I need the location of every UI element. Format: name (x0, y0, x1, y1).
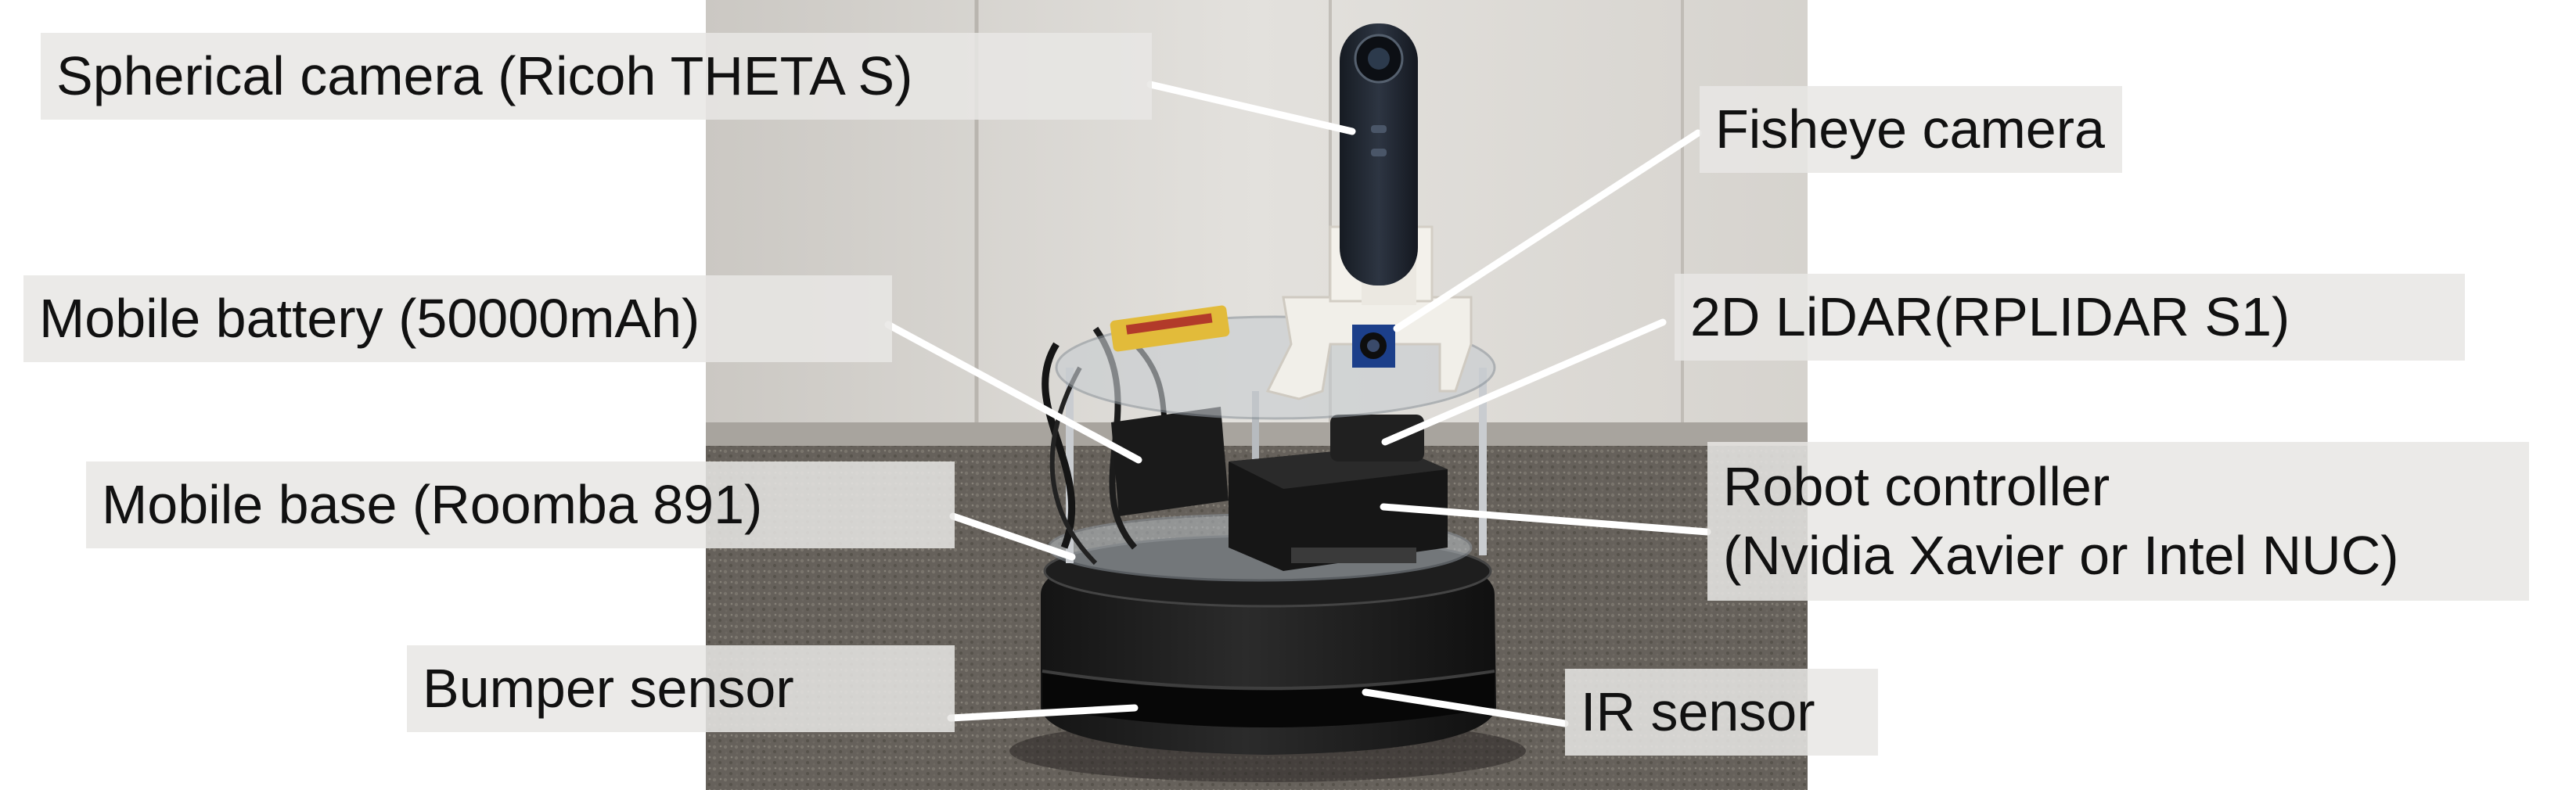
label-spherical-camera-text: Spherical camera (Ricoh THETA S) (56, 45, 913, 106)
label-robot-controller-line2: (Nvidia Xavier or Intel NUC) (1723, 524, 2399, 586)
label-bumper-sensor: Bumper sensor (407, 645, 955, 732)
label-robot-controller: Robot controller (Nvidia Xavier or Intel… (1707, 442, 2529, 601)
label-bumper-sensor-text: Bumper sensor (423, 658, 794, 719)
leader-fisheye-camera (1393, 129, 1702, 332)
label-mobile-battery-text: Mobile battery (50000mAh) (39, 288, 700, 349)
leader-mobile-battery (884, 321, 1142, 464)
label-ir-sensor: IR sensor (1565, 669, 1878, 756)
leader-lidar (1381, 318, 1667, 446)
label-robot-controller-line1: Robot controller (1723, 456, 2110, 517)
leader-ir-sensor (1362, 688, 1569, 727)
label-fisheye-camera-text: Fisheye camera (1715, 99, 2105, 160)
label-spherical-camera: Spherical camera (Ricoh THETA S) (41, 33, 1152, 120)
robot (1009, 23, 1526, 782)
leader-mobile-base (949, 512, 1076, 561)
leader-spherical-camera (1146, 81, 1356, 135)
label-mobile-base: Mobile base (Roomba 891) (86, 461, 955, 548)
label-fisheye-camera: Fisheye camera (1700, 86, 2122, 173)
label-mobile-base-text: Mobile base (Roomba 891) (102, 474, 763, 535)
leader-lines (884, 81, 1711, 727)
label-lidar: 2D LiDAR(RPLIDAR S1) (1675, 274, 2465, 361)
label-ir-sensor-text: IR sensor (1581, 681, 1815, 742)
label-lidar-text: 2D LiDAR(RPLIDAR S1) (1690, 286, 2290, 347)
label-mobile-battery: Mobile battery (50000mAh) (23, 275, 892, 362)
leader-robot-controller (1380, 503, 1711, 536)
leader-bumper-sensor (947, 704, 1139, 722)
